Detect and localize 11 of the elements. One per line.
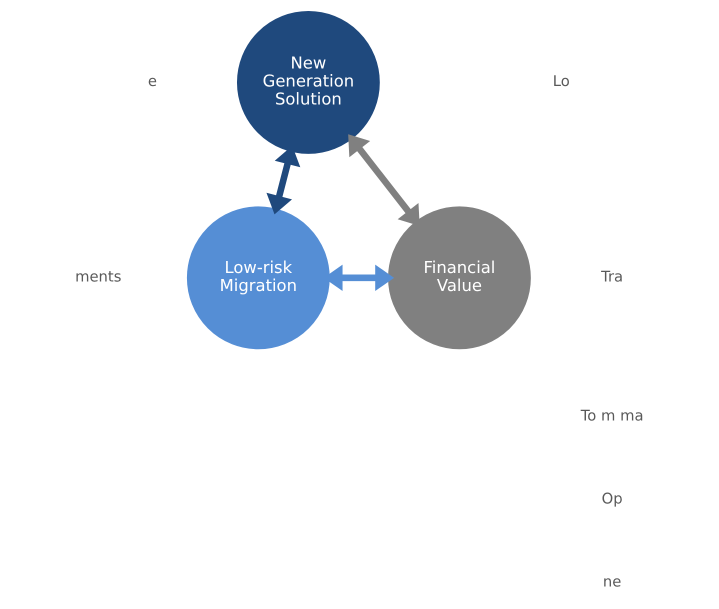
label: Tra <box>601 268 624 286</box>
node-circle: Financial Value <box>388 206 531 350</box>
node-circle: Low-risk Migration <box>186 206 330 350</box>
label: Op <box>602 490 623 508</box>
label: To m ma <box>580 408 644 425</box>
label: ments <box>75 268 122 286</box>
arrow <box>348 134 420 226</box>
label: Lo <box>552 73 570 90</box>
label: ne <box>602 573 622 590</box>
label: e <box>148 73 157 90</box>
node-circle: New Generation Solution <box>236 11 380 154</box>
